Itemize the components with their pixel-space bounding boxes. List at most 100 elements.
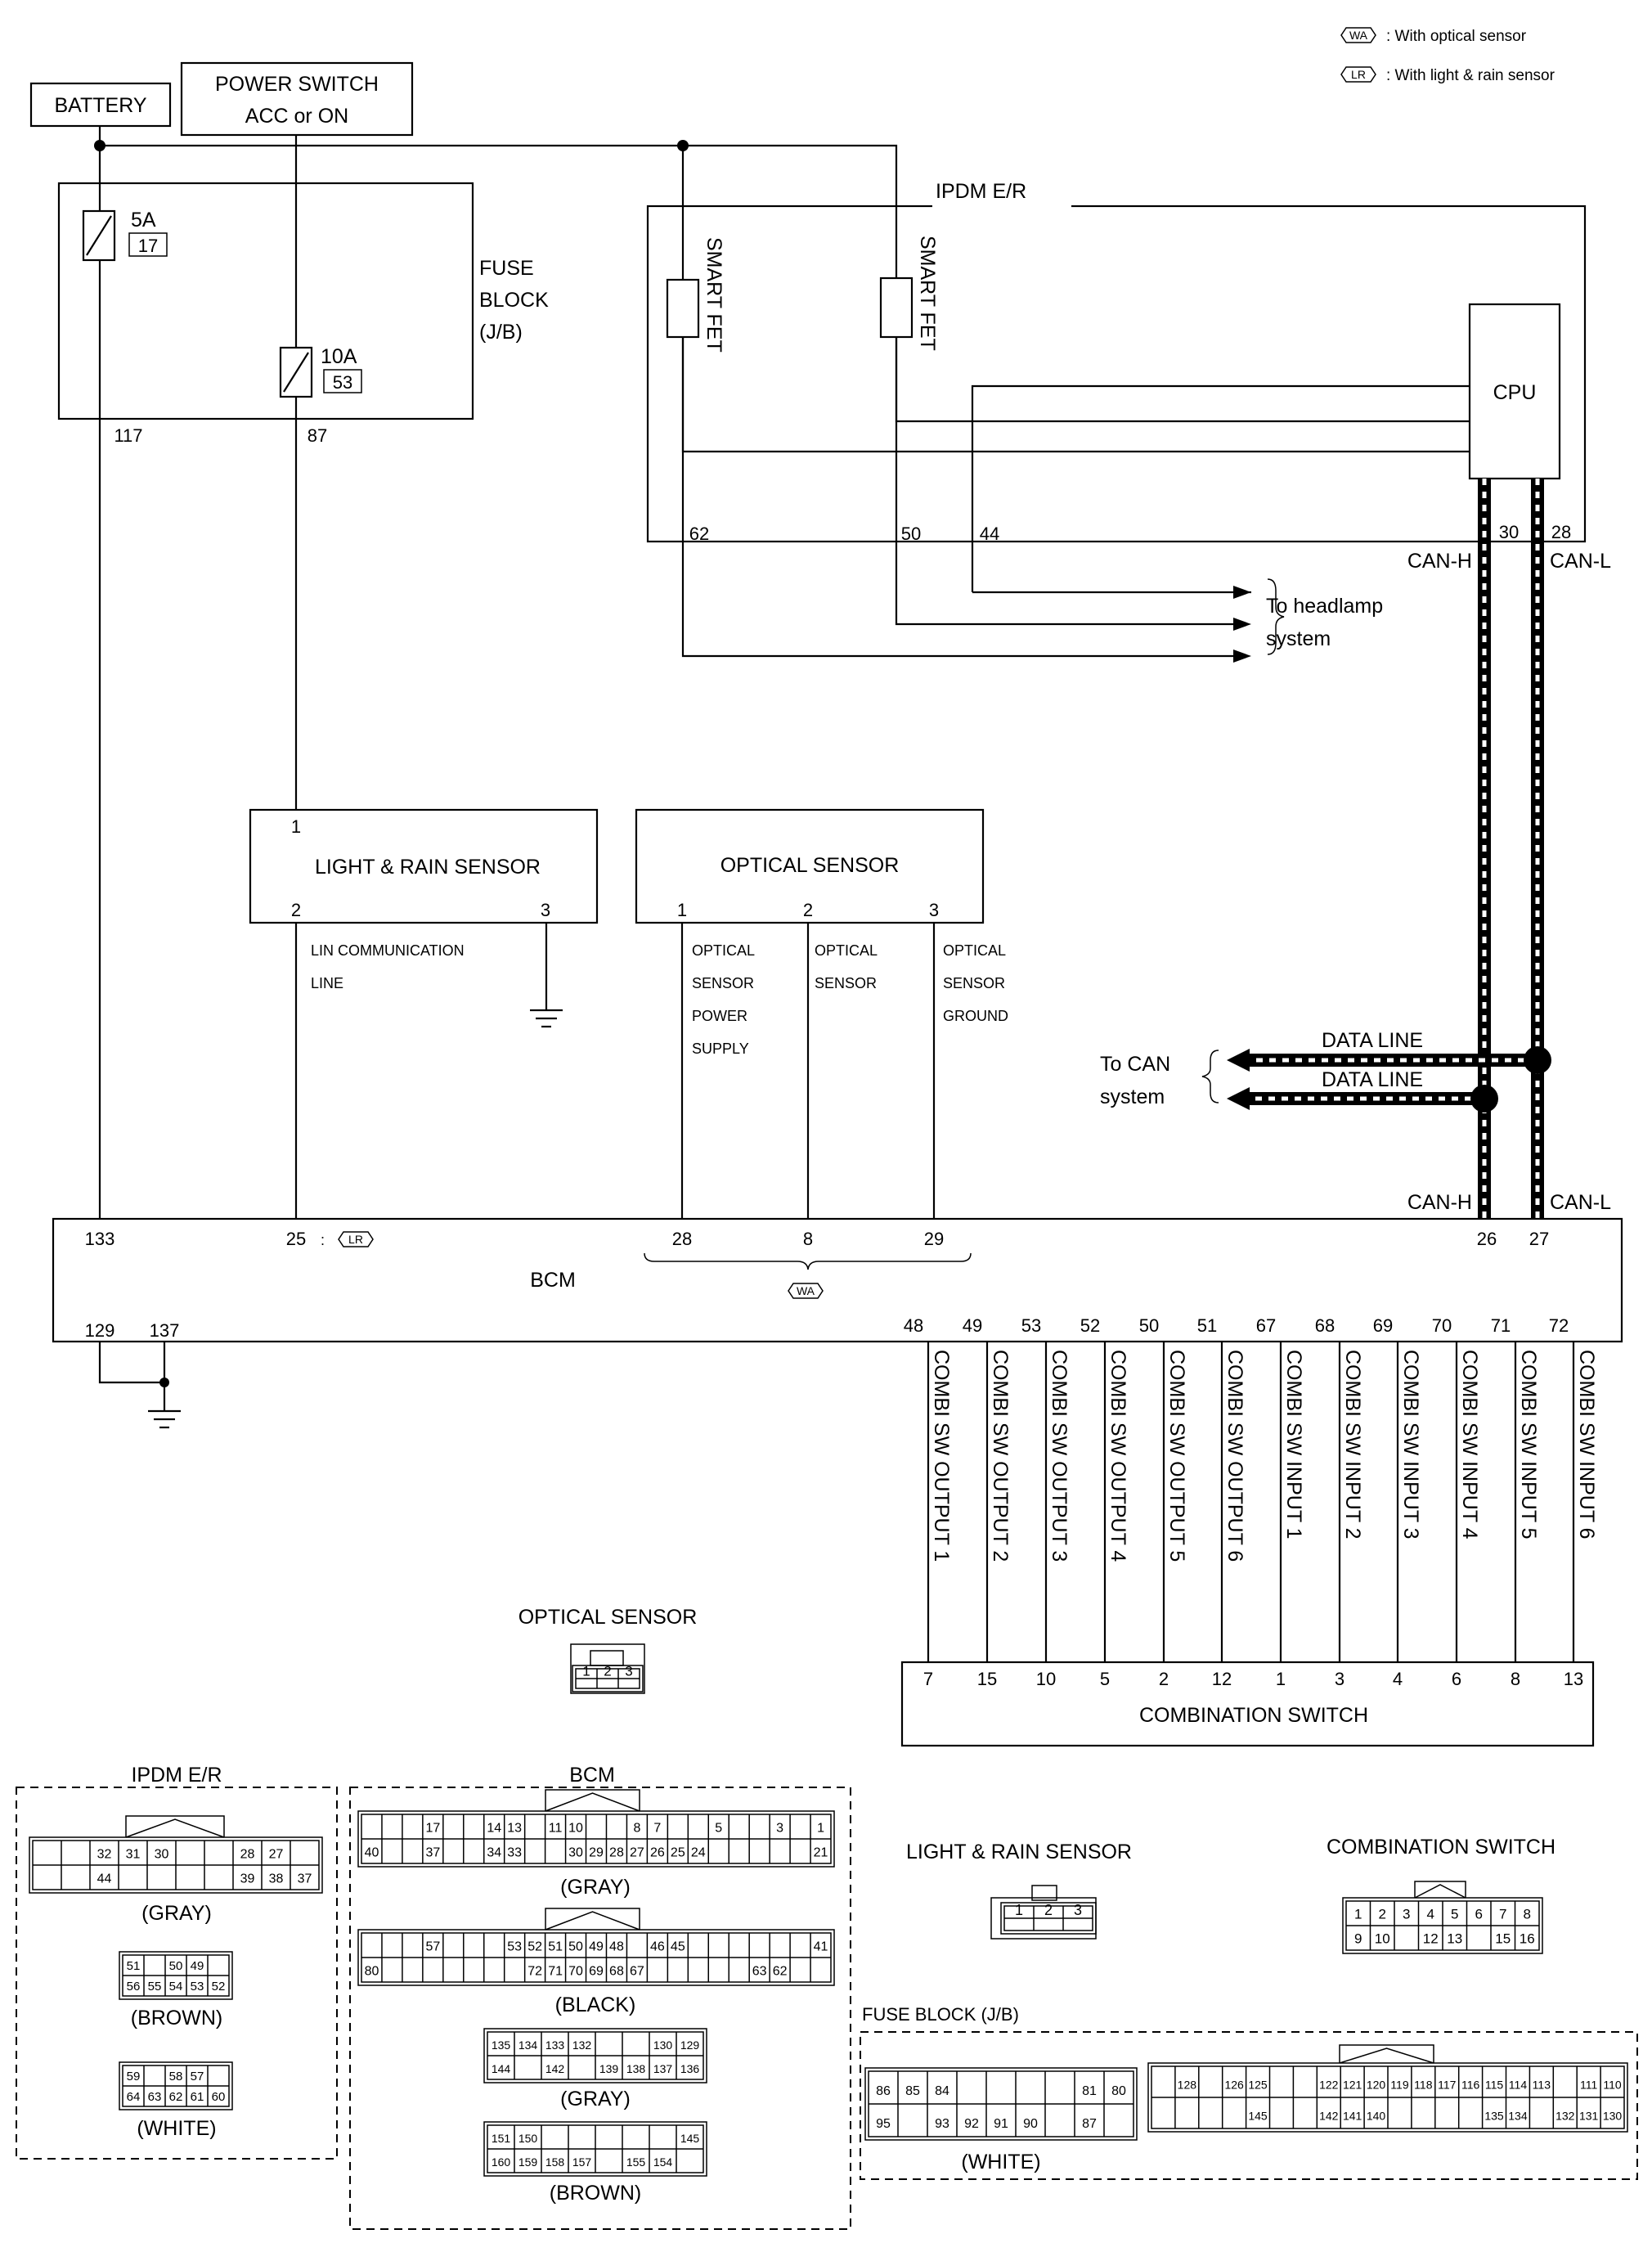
- can-h-label-top: CAN-H: [1407, 550, 1472, 573]
- fuse-block-white-color: (WHITE): [961, 2151, 1040, 2173]
- connector-pin: 2: [604, 1664, 611, 1679]
- optical-sensor-box: [635, 808, 985, 924]
- connector-pin: 31: [126, 1848, 141, 1862]
- battery-label: BATTERY: [55, 94, 147, 117]
- connector-pin: 57: [425, 1940, 440, 1954]
- bcm-combi-pin: 51: [1197, 1315, 1217, 1336]
- bcm-gray1-color: (GRAY): [560, 1876, 631, 1899]
- lrs-label: LIGHT & RAIN SENSOR: [315, 856, 541, 879]
- connector-pin: 57: [191, 2070, 204, 2083]
- optical-sensor-label: OPTICAL SENSOR: [721, 854, 900, 877]
- connector-pin: 25: [671, 1846, 685, 1860]
- ipdm-pin-28: 28: [1551, 522, 1571, 542]
- connector-pin: 16: [1520, 1931, 1535, 1947]
- can-h-label-bottom: CAN-H: [1407, 1191, 1472, 1214]
- connector-pin: 53: [191, 1980, 204, 1994]
- combi-switch-connector-title: COMBINATION SWITCH: [1327, 1836, 1555, 1859]
- connector-pin: 119: [1390, 2078, 1409, 2091]
- connector-pin: 158: [545, 2155, 565, 2169]
- connector-pin: 13: [1447, 1931, 1462, 1947]
- bcm-pin-28: 28: [672, 1229, 692, 1249]
- connector-pin: 26: [650, 1846, 665, 1860]
- bcm-pin-129: 129: [85, 1320, 115, 1341]
- connector-pin: 53: [507, 1940, 522, 1954]
- bcm-gray2-color: (GRAY): [560, 2088, 631, 2110]
- data-line-label-2: DATA LINE: [1322, 1068, 1423, 1091]
- connector-pin: 55: [148, 1980, 162, 1994]
- combi-wire-label: COMBI SW OUTPUT 3: [1048, 1350, 1071, 1562]
- connector-pin: 39: [240, 1872, 255, 1886]
- bcm-pin-137: 137: [150, 1320, 180, 1341]
- connector-pin: 145: [680, 2132, 700, 2145]
- connector-pin: 67: [630, 1965, 644, 1979]
- bcm-pin-25: 25: [286, 1229, 306, 1249]
- connector-pin: 5: [715, 1822, 722, 1836]
- ipdm-connector-frame: [16, 1787, 338, 2160]
- combi-wire-label: COMBI SW OUTPUT 5: [1165, 1350, 1188, 1562]
- connector-pin: 120: [1367, 2078, 1386, 2091]
- fuse-10a-number: 53: [333, 372, 352, 393]
- connector-pin: 3: [776, 1822, 783, 1836]
- power-switch-mode: ACC or ON: [245, 105, 348, 128]
- connector-pin: 8: [1524, 1907, 1531, 1922]
- ipdm-pin-44: 44: [980, 524, 999, 544]
- combi-switch-pin: 4: [1393, 1669, 1403, 1689]
- headlamp-label-2: system: [1266, 627, 1331, 650]
- fuse-5a-rating: 5A: [131, 209, 156, 231]
- connector-pin: 51: [127, 1959, 141, 1973]
- bcm-box: [52, 1217, 1623, 1343]
- os-ground-label-3: GROUND: [943, 1008, 1008, 1024]
- connector-pin: 1: [1354, 1907, 1362, 1922]
- connector-pin: 46: [650, 1940, 665, 1954]
- connector-pin: 48: [609, 1940, 624, 1954]
- connector-pin: 86: [876, 2084, 891, 2098]
- to-can-label-2: system: [1100, 1086, 1165, 1108]
- connector-pin: 12: [1423, 1931, 1439, 1947]
- legend: WA : With optical sensor LR : With light…: [1340, 27, 1555, 84]
- bcm-pin-133: 133: [85, 1229, 115, 1249]
- connector-pin: 130: [1603, 2109, 1623, 2122]
- connector-pin: 134: [1508, 2109, 1528, 2122]
- light-rain-sensor-box: [249, 808, 599, 924]
- bcm-black-color: (BLACK): [555, 1994, 636, 2016]
- combi-switch-pin: 2: [1159, 1669, 1169, 1689]
- combi-wire-label: COMBI SW INPUT 3: [1399, 1350, 1422, 1540]
- connector-pin: 15: [1495, 1931, 1511, 1947]
- combination-switch-box: [900, 1661, 1595, 1747]
- connector-pin: 115: [1485, 2078, 1504, 2091]
- connector-pin: 14: [487, 1822, 501, 1836]
- smart-fet-2: [879, 276, 914, 339]
- ipdm-pin-62: 62: [689, 524, 709, 544]
- connector-pin: 21: [814, 1846, 828, 1860]
- bcm-combi-pin: 53: [1021, 1315, 1041, 1336]
- power-switch-label: POWER SWITCH: [215, 73, 379, 96]
- connector-pin: 85: [905, 2084, 920, 2098]
- combi-wire-label: COMBI SW OUTPUT 2: [989, 1350, 1012, 1562]
- connector-pin: 142: [545, 2062, 565, 2075]
- smart-fet-label-1: SMART FET: [703, 237, 725, 353]
- connector-pin: 130: [653, 2038, 673, 2052]
- connector-pin: 91: [994, 2117, 1008, 2131]
- connector-pin: 7: [653, 1822, 661, 1836]
- connector-pin: 9: [1354, 1931, 1362, 1947]
- wa-badge: [1340, 27, 1376, 43]
- connector-pin: 59: [127, 2070, 141, 2083]
- connector-pin: 1: [582, 1664, 590, 1679]
- connector-pin: 159: [518, 2155, 538, 2169]
- connector-pin: 61: [191, 2090, 204, 2104]
- connector-pin: 150: [518, 2132, 538, 2145]
- os-ground-label-1: OPTICAL: [943, 942, 1006, 959]
- connector-pin: 52: [527, 1940, 542, 1954]
- fuse-block-label-1: FUSE: [479, 257, 534, 280]
- connector-pin: 30: [155, 1848, 169, 1862]
- connector-pin: 70: [568, 1965, 583, 1979]
- connector-pin: 33: [507, 1846, 522, 1860]
- fuse-block-label-3: (J/B): [479, 321, 523, 344]
- bcm-pin-29: 29: [924, 1229, 944, 1249]
